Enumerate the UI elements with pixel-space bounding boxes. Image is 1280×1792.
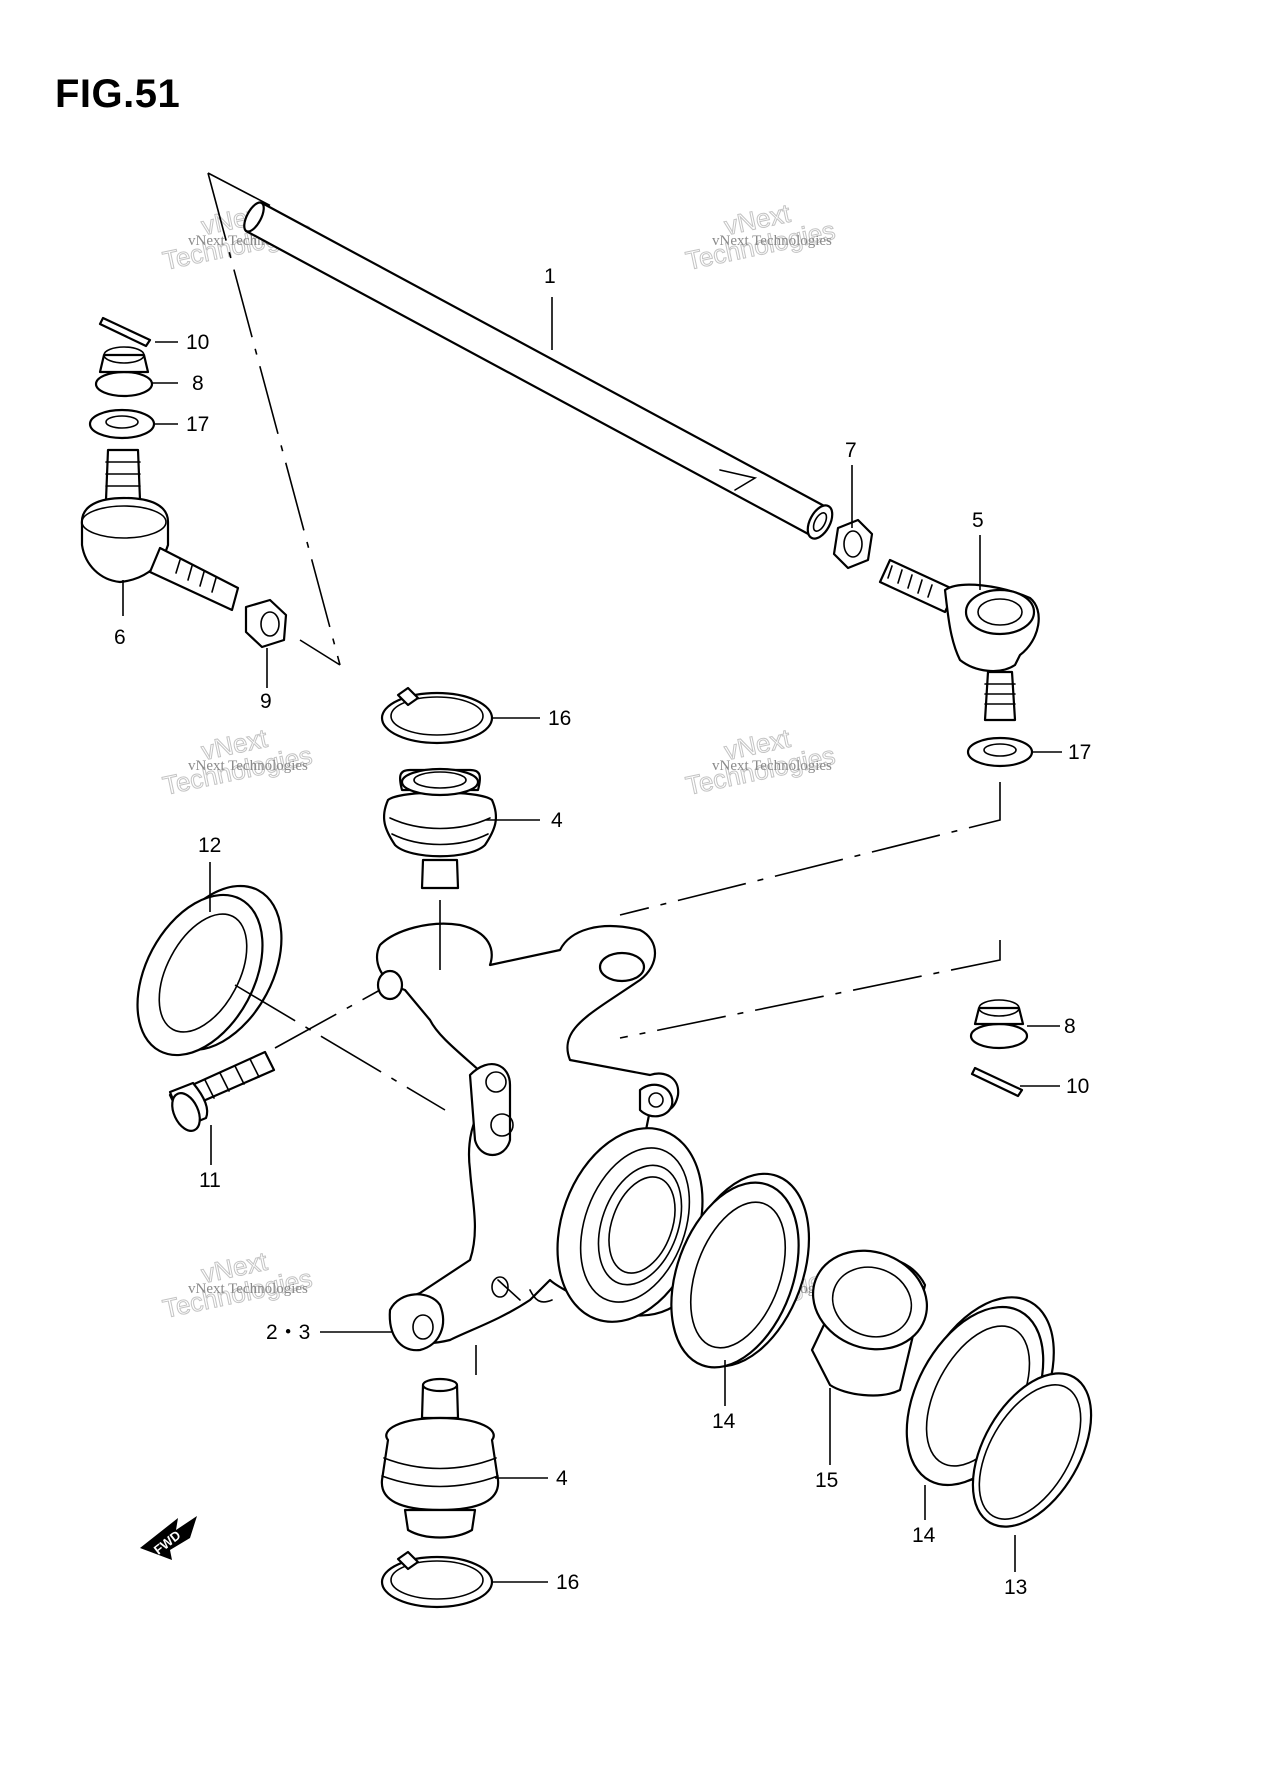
callout-8-left: 8: [192, 372, 204, 395]
cotter-pin-left-part: [98, 316, 152, 348]
nut-left-part: [244, 598, 288, 649]
oil-seal-part: [136, 884, 283, 1057]
assembly-line: [234, 984, 446, 1111]
callout-16-bottom: 16: [556, 1571, 579, 1594]
washer-right-part: [966, 736, 1034, 768]
watermark-text: vNext Technologies: [712, 758, 832, 774]
leader-lines: [122, 297, 1062, 1583]
assembly-bracket-line: [207, 172, 341, 666]
bolt-part: [168, 1050, 276, 1132]
spacer-part: [810, 1249, 929, 1397]
callout-14-b: 14: [912, 1524, 936, 1547]
tie-rod-part: [243, 201, 834, 540]
callout-12: 12: [198, 834, 221, 857]
ball-joint-bottom-part: [380, 1377, 500, 1539]
assembly-line: [274, 989, 381, 1049]
watermark-text: vNext Technologies: [712, 233, 832, 249]
dust-seal-part: [971, 1372, 1093, 1528]
steering-knuckle-part: [375, 922, 704, 1352]
figure-title: FIG.51: [55, 72, 181, 116]
watermark-text: vNext Technologies: [188, 1281, 308, 1297]
callout-10-right: 10: [1066, 1075, 1089, 1098]
callout-1: 1: [544, 265, 556, 288]
callout-14-a: 14: [712, 1410, 736, 1433]
cotter-pin-right-part: [970, 1066, 1024, 1098]
callout-13: 13: [1004, 1576, 1027, 1599]
callout-4-bottom: 4: [556, 1467, 568, 1490]
ball-joint-top-part: [382, 767, 498, 890]
tie-rod-end-left-part: [80, 448, 240, 612]
assembly-line: [619, 940, 1001, 1039]
callout-10-left: 10: [186, 331, 209, 354]
assembly-line: [619, 782, 1001, 916]
callout-2-3: 2・3: [266, 1321, 310, 1344]
callout-4-top: 4: [551, 809, 563, 832]
callout-9: 9: [260, 690, 272, 713]
callout-17-right: 17: [1068, 741, 1091, 764]
callout-16-top: 16: [548, 707, 571, 730]
callout-6: 6: [114, 626, 126, 649]
callout-labels: 1 10 8 17 6 9 7 5 16 4 17 12 8 10 11 2・3…: [114, 265, 1091, 1599]
castle-nut-right-part: [969, 999, 1029, 1050]
castle-nut-left-part: [94, 346, 154, 398]
callout-8-right: 8: [1064, 1015, 1076, 1038]
lock-nut-part: [832, 518, 874, 570]
circlip-bottom-part: [380, 1550, 494, 1609]
callout-7: 7: [845, 439, 857, 462]
bearing-race-a-part: [670, 1172, 811, 1369]
callout-17-left: 17: [186, 413, 209, 436]
callout-15: 15: [815, 1469, 838, 1492]
watermark-text: vNext Technologies: [188, 758, 308, 774]
circlip-top-part: [380, 686, 494, 745]
callout-5: 5: [972, 509, 984, 532]
tie-rod-end-right-part: [878, 558, 1040, 722]
forward-direction-arrow: FWD: [140, 1516, 197, 1560]
washer-left-part: [88, 408, 156, 440]
callout-11: 11: [199, 1169, 221, 1192]
